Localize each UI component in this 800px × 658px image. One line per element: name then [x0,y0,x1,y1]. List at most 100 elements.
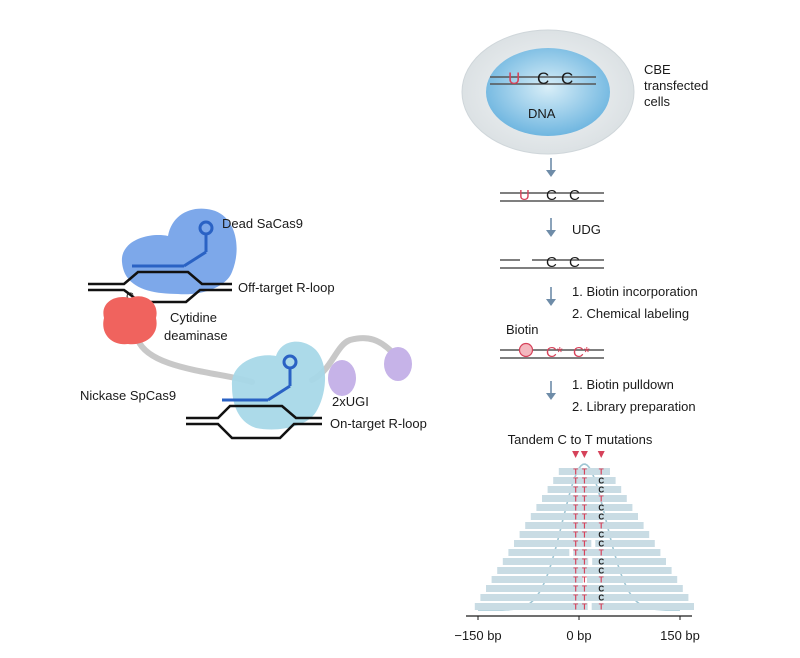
read-bar [591,603,694,610]
read-letter-t: T [573,477,578,486]
read-bar [547,486,622,493]
read-letter-t: T [582,549,587,558]
read-letter-c: C [598,477,604,486]
read-bar [525,522,644,529]
cbe-label-1: CBE [644,62,671,77]
x-tick-label-2: 150 bp [660,628,700,643]
dead-sacas9-protein [121,208,237,295]
read-letter-t: T [573,504,578,513]
biotin-circle [518,342,534,358]
read-letter-c: C [598,567,604,576]
cbe-label-2: transfected [644,78,708,93]
x-tick-label-0: −150 bp [454,628,501,643]
read-letter-t: T [582,531,587,540]
x-tick-label-1: 0 bp [566,628,591,643]
read-bar [573,549,661,556]
seq3-c1: C [546,254,557,271]
mechanism-panel: C Dead SaCas9 Off-target R-loop Cytidine… [80,208,427,440]
on-target-dna [186,404,322,440]
ugi-label: 2xUGI [332,394,369,409]
read-letter-c: C [598,486,604,495]
read-bar [558,468,610,475]
seq2-c1: C [546,187,557,204]
arrow-4 [546,381,556,400]
read-letter-t: T [582,576,587,585]
read-bar [553,477,616,484]
nucleus [486,48,610,136]
ugi-protein-2 [384,347,412,381]
ugi-protein-1 [328,360,356,396]
nickase-label: Nickase SpCas9 [80,388,176,403]
mutation-marker-1 [580,451,588,458]
read-letter-t: T [573,513,578,522]
read-letter-c: C [598,540,604,549]
read-bar [586,576,678,583]
read-letter-t: T [582,594,587,603]
read-bar [536,504,633,511]
seq1-c1: C [537,69,549,88]
read-letter-t: T [573,603,578,612]
step-udg: UDG [572,222,601,237]
read-bar [474,603,588,610]
step-biotin-1: 1. Biotin incorporation [572,284,698,299]
guide-rna-off-target [132,220,214,268]
read-plot-title: Tandem C to T mutations [508,432,653,447]
dead-sacas9-label: Dead SaCas9 [222,216,303,231]
arrow-1 [546,158,556,177]
linker-ugi [309,335,395,383]
read-bar [514,540,592,547]
step-biotin-2: 2. Chemical labeling [572,306,689,321]
read-letter-t: T [599,603,604,612]
read-letter-c: C [598,585,604,594]
cytidine-label-1: Cytidine [170,310,217,325]
read-letter-c: C [598,558,604,567]
read-letter-c: C [598,513,604,522]
read-letter-t: T [573,468,578,477]
read-letter-t: T [582,504,587,513]
seq4-c1: C* [546,344,563,361]
seq1-c2: C [561,69,573,88]
read-letter-t: T [573,585,578,594]
step-pull-2: 2. Library preparation [572,399,696,414]
read-letter-t: T [582,585,587,594]
read-letter-t: T [582,486,587,495]
step-pull-1: 1. Biotin pulldown [572,377,674,392]
read-letter-c: C [598,504,604,513]
read-letter-t: T [573,531,578,540]
read-bar [480,594,689,601]
read-letter-t: T [573,495,578,504]
read-letter-t: T [599,576,604,585]
read-letter-t: T [582,540,587,549]
read-bar [486,585,683,592]
seq2-c2: C [569,187,580,204]
read-letter-t: T [582,522,587,531]
read-bar [491,576,583,583]
read-letter-t: T [573,522,578,531]
mutation-marker-0 [572,451,580,458]
x-ticks: −150 bp 0 bp 150 bp [454,616,700,643]
read-bar [508,549,570,556]
read-letter-c: C [598,531,604,540]
cbe-label-3: cells [644,94,671,109]
read-letter-t: T [582,477,587,486]
read-letter-t: T [599,468,604,477]
read-bar [530,513,638,520]
seq2-u: U [519,187,530,204]
biotin-label: Biotin [506,322,539,337]
read-letter-t: T [573,594,578,603]
arrow-2 [546,218,556,237]
read-letter-t: T [573,576,578,585]
read-letter-t: T [582,468,587,477]
cytidine-deaminase-protein [103,296,157,345]
read-letter-t: T [582,495,587,504]
read-letter-t: T [573,540,578,549]
cytidine-label-2: deaminase [164,328,228,343]
read-letter-t: T [599,549,604,558]
read-letter-t: T [582,558,587,567]
read-letter-t: T [573,567,578,576]
off-target-label: Off-target R-loop [238,280,335,295]
read-letter-t: T [582,603,587,612]
guide-rna-on-target [222,354,298,402]
read-letter-t: T [582,567,587,576]
